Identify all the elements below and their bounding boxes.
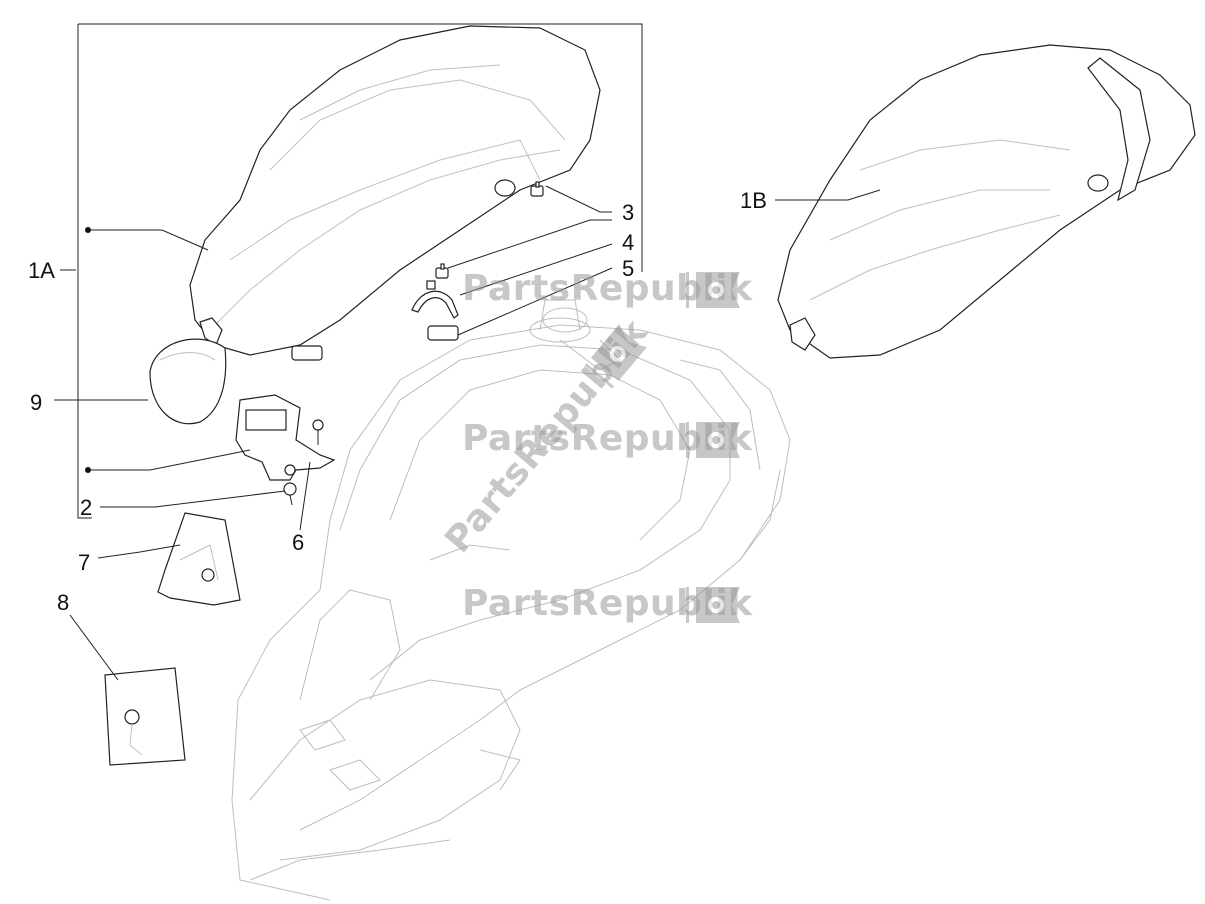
gear-flag-icon: [696, 272, 740, 308]
seat-1B: [777, 44, 1196, 359]
part-2-screw: [283, 482, 297, 506]
leader-lines: [54, 185, 881, 681]
leader-dot: [85, 467, 91, 473]
callout-4: 4: [622, 230, 634, 255]
gear-flag-icon: [696, 587, 740, 623]
part-7-toolkit: [157, 512, 241, 606]
callout-6: 6: [292, 530, 304, 555]
watermark-2: PartsRepublik: [462, 418, 753, 459]
callout-7: 7: [78, 550, 90, 575]
callout-2: 2: [80, 495, 92, 520]
part-8-kit: [104, 667, 186, 766]
callout-1A: 1A: [28, 258, 55, 283]
group-1A-bracket-left: [77, 24, 92, 519]
group-1A-bracket: [78, 23, 643, 272]
callout-1B: 1B: [740, 188, 767, 213]
part-6-screw: [312, 419, 324, 445]
watermark-3: PartsRepublik: [462, 583, 753, 624]
part-4-clip: [411, 280, 459, 319]
callout-9: 9: [30, 390, 42, 415]
gear-flag-icon: [696, 422, 740, 458]
callout-8: 8: [57, 590, 69, 615]
part-5-pad: [291, 325, 459, 361]
watermark-1: PartsRepublik: [462, 268, 753, 309]
seat-1A: [189, 25, 601, 356]
gear-flag-icon: [590, 324, 647, 381]
callout-5: 5: [622, 256, 634, 281]
part-9-cover: [149, 338, 227, 425]
part-seat-lock-hinge: [235, 394, 336, 481]
part-3-bumper: [435, 181, 544, 279]
callout-3: 3: [622, 200, 634, 225]
leader-dot: [85, 227, 91, 233]
